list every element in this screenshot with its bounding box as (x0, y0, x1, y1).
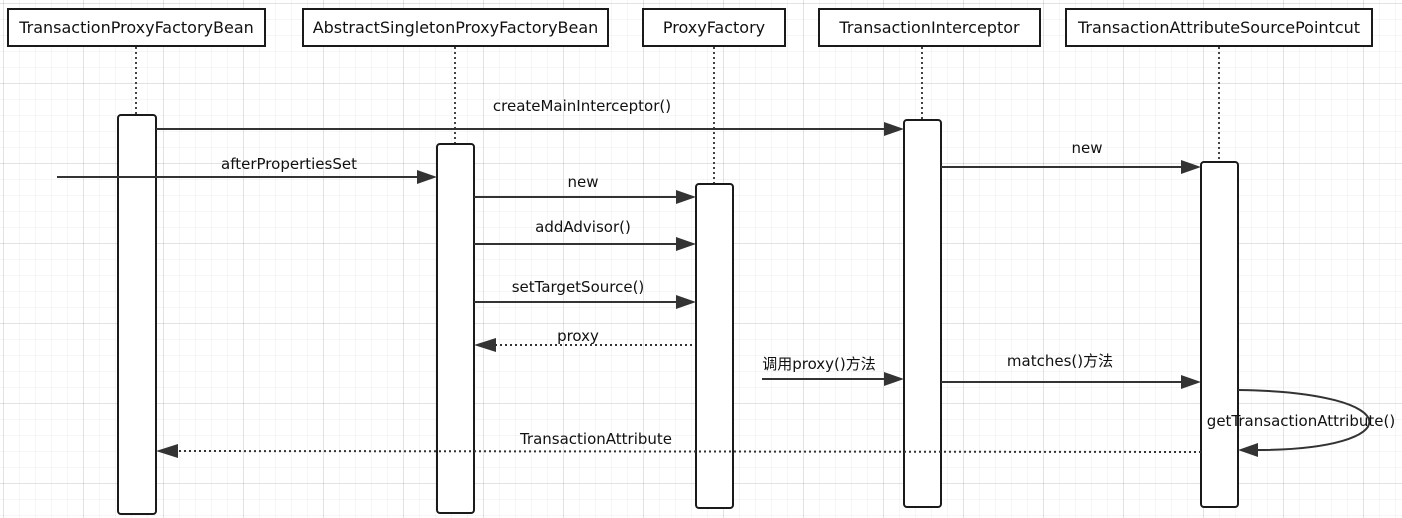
message-matches: matches()方法 (941, 352, 1201, 389)
svg-text:TransactionInterceptor: TransactionInterceptor (838, 18, 1020, 37)
message-set-target-source: setTargetSource() (474, 278, 696, 309)
message-proxy-return: proxy (474, 327, 692, 352)
svg-text:TransactionAttributeSourcePoin: TransactionAttributeSourcePointcut (1077, 18, 1360, 37)
message-invoke-proxy: 调用proxy()方法 (762, 355, 904, 386)
message-transaction-attribute-return: TransactionAttribute (156, 430, 1202, 458)
svg-text:TransactionAttribute: TransactionAttribute (519, 430, 672, 448)
activation-transaction-interceptor (903, 119, 942, 508)
svg-text:matches()方法: matches()方法 (1007, 352, 1113, 370)
activation-abstract-singleton-proxy-factory-bean (436, 143, 475, 514)
message-add-advisor: addAdvisor() (474, 218, 696, 251)
svg-text:setTargetSource(): setTargetSource() (512, 278, 645, 296)
svg-text:new: new (1071, 139, 1102, 157)
participant-transaction-attribute-source-pointcut: TransactionAttributeSourcePointcut (1065, 8, 1373, 47)
svg-text:new: new (567, 173, 598, 191)
participant-transaction-proxy-factory-bean: TransactionProxyFactoryBean (7, 8, 266, 47)
message-get-transaction-attribute: getTransactionAttribute() (1207, 389, 1395, 457)
activation-transaction-attribute-source-pointcut (1200, 161, 1239, 508)
activation-proxy-factory (695, 183, 734, 509)
svg-text:proxy: proxy (557, 327, 599, 345)
svg-text:调用proxy()方法: 调用proxy()方法 (762, 355, 876, 373)
svg-text:addAdvisor(): addAdvisor() (535, 218, 631, 236)
svg-text:afterPropertiesSet: afterPropertiesSet (221, 155, 357, 173)
activation-transaction-proxy-factory-bean (117, 114, 157, 515)
participant-transaction-interceptor: TransactionInterceptor (818, 8, 1041, 47)
message-create-main-interceptor: createMainInterceptor() (156, 97, 904, 136)
message-new-pointcut: new (941, 139, 1201, 174)
message-after-properties-set: afterPropertiesSet (57, 155, 437, 184)
participant-proxy-factory: ProxyFactory (642, 8, 786, 47)
svg-text:AbstractSingletonProxyFactoryB: AbstractSingletonProxyFactoryBean (313, 18, 599, 37)
svg-text:createMainInterceptor(): createMainInterceptor() (493, 97, 671, 115)
svg-text:ProxyFactory: ProxyFactory (663, 18, 765, 37)
participant-abstract-singleton-proxy-factory-bean: AbstractSingletonProxyFactoryBean (302, 8, 609, 47)
svg-text:TransactionProxyFactoryBean: TransactionProxyFactoryBean (18, 18, 254, 37)
svg-text:getTransactionAttribute(): getTransactionAttribute() (1207, 412, 1395, 430)
message-new-proxy-factory: new (474, 173, 696, 204)
